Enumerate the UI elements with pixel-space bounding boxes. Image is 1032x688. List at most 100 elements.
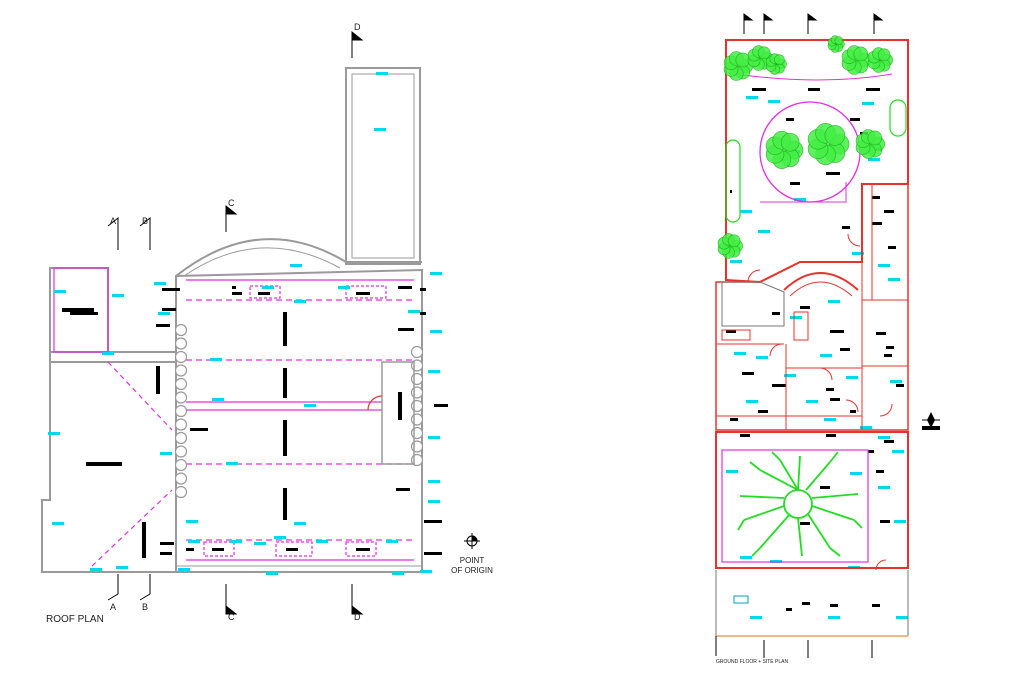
dimension-mark [430,272,442,275]
annotation-tag [424,552,442,555]
dimension-mark [852,252,864,255]
dimension-mark [862,102,874,105]
dimension-mark [274,536,286,539]
interior-walls [716,184,908,430]
annotation-tag [830,398,840,401]
dimension-mark [758,230,770,233]
tree-branch [749,461,761,471]
dimension-mark [112,294,124,297]
section-a-bottom: A [110,602,116,612]
north-arrow-icon [922,412,940,430]
annotation-tag [786,608,792,611]
tree-branch [759,513,791,549]
left-skylight [53,267,109,353]
annotation-tag [162,288,180,291]
tree-branch [737,519,745,531]
dimension-mark [254,542,266,545]
annotation-tag [356,548,370,551]
annotation-tag [420,312,426,315]
dimension-mark [428,500,440,503]
dimension-mark [896,616,908,619]
annotation-tag [880,520,890,523]
tree-canopy-lobe [853,46,869,62]
annotation-tag [884,440,894,443]
site-section-markers [715,13,884,658]
dimension-mark [226,462,238,465]
dimension-mark [806,400,818,403]
drain-column [174,458,188,472]
annotation-tag [424,520,442,523]
dimension-mark [376,72,388,75]
tree-icon [827,35,845,53]
drain-column [174,364,188,377]
dimension-mark [158,312,170,315]
dimension-mark [386,540,398,543]
dimension-mark [828,300,840,303]
dimension-mark [828,616,840,619]
vault-arch-inner [183,247,341,277]
hip-2 [91,489,173,567]
drain-column [174,472,188,485]
drain-column [174,350,188,364]
dimension-mark [290,264,302,267]
courtyard-tree-icon [737,451,863,557]
annotation-tag [876,332,886,335]
tree-canopy-lobe [867,130,883,146]
annotation-tag [840,348,850,351]
tower-inner [351,73,415,259]
dimension-mark [420,570,432,573]
tree-branch [829,451,839,463]
dimension-mark [160,452,172,455]
dimension-mark [48,432,60,435]
annotation-tag [800,522,810,525]
dimension-mark [746,400,758,403]
tree-canopy-lobe [780,132,800,152]
dimension-mark [186,520,198,523]
annotation-tag [790,182,800,185]
drain-column [410,413,424,426]
dimension-mark [790,316,802,319]
dimension-mark [846,376,858,379]
site-plan-title: GROUND FLOOR + SITE PLAN [716,659,788,665]
drain-column [410,386,424,399]
dimension-mark [868,158,880,161]
dimension-mark [408,310,420,313]
dimension-mark [154,282,166,285]
section-b-top: B [142,216,148,226]
dimension-mark [428,370,440,373]
annotation-tag [156,324,170,327]
vent-4 [275,541,313,557]
dimension-mark [878,436,890,439]
annotation-tag [826,172,840,175]
dimension-mark [734,352,746,355]
dimension-mark [52,522,64,525]
vent-3 [203,541,235,557]
drain-column [174,391,188,404]
section-b-bottom: B [142,602,148,612]
dimension-mark [178,568,190,571]
tree-icon [765,131,804,169]
annotation-tag [730,418,738,421]
tree-icon [765,53,787,75]
section-d-bottom: D [354,612,361,622]
main-block-outline [175,268,423,573]
tree-icon [807,122,850,166]
annotation-tag [842,226,850,229]
dimension-mark [304,404,316,407]
annotation-tag [820,486,830,489]
annotation-tag [232,292,242,295]
roof-plan-title: ROOF PLAN [46,614,104,625]
annotation-tag [772,312,780,315]
tree-branch [829,547,841,557]
path-line [760,182,847,203]
annotation-tag [742,372,754,375]
annotation-tag [850,410,856,413]
tree-branch [807,513,831,549]
annotation-tag [420,288,426,291]
annotation-tag [286,548,298,551]
roof-plan [41,67,423,573]
tree-branch [739,495,785,499]
hip-1 [107,361,173,431]
vent-2 [345,285,387,299]
